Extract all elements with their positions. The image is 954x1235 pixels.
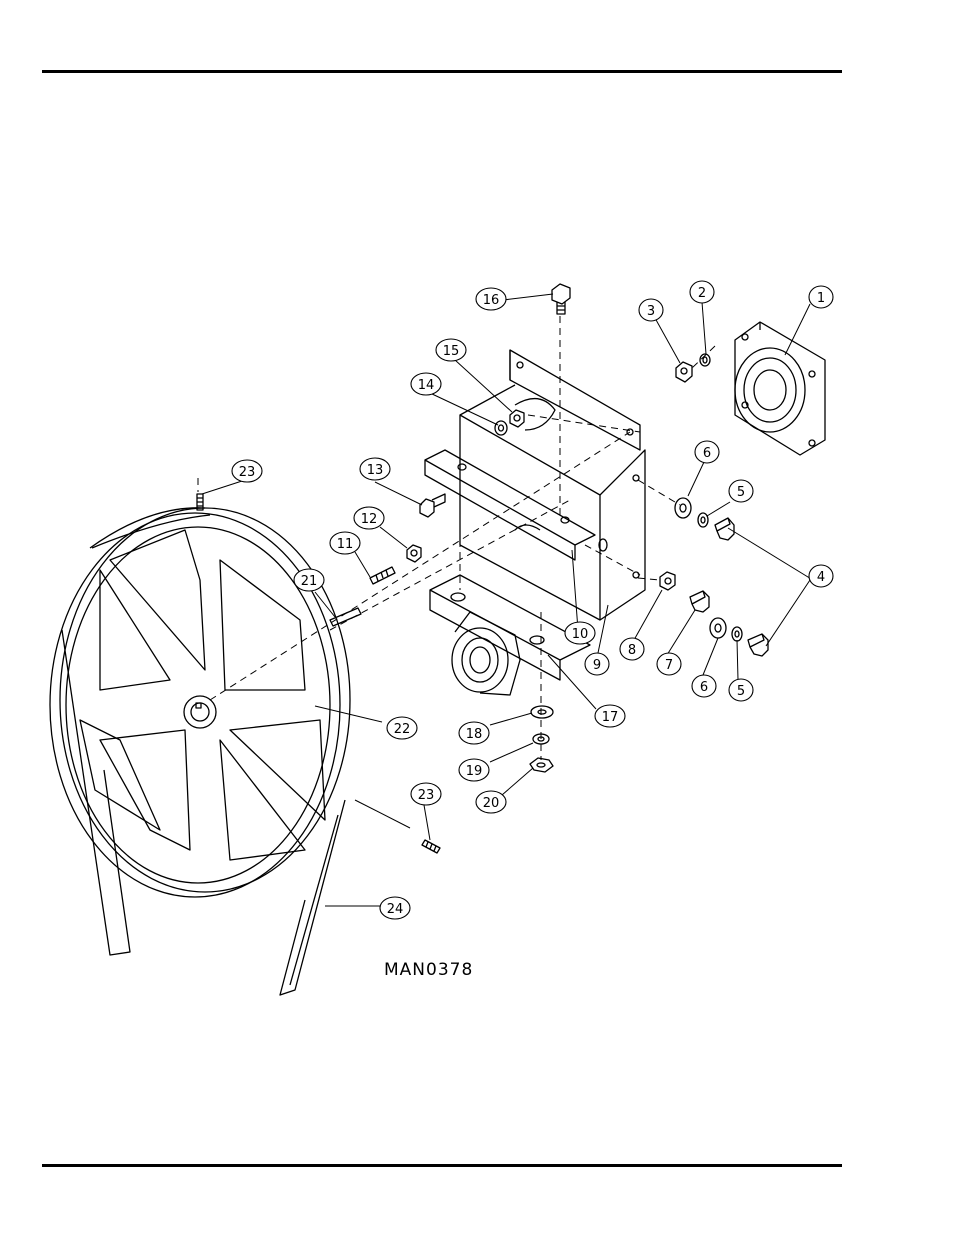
callout-3: 3 — [638, 298, 664, 322]
set-screw-23-bottom — [421, 839, 441, 854]
callout-1: 1 — [808, 285, 834, 309]
hex-nut-12 — [406, 544, 422, 563]
callout-label: 1 — [817, 291, 825, 306]
callout-15: 15 — [435, 338, 467, 362]
callout-label: 9 — [593, 658, 601, 673]
callout-20: 20 — [475, 790, 507, 814]
callout-23: 23 — [231, 459, 263, 483]
callout-label: 18 — [466, 727, 483, 742]
callout-24: 24 — [379, 896, 411, 920]
callout-6: 6 — [691, 674, 717, 698]
callout-9: 9 — [584, 652, 610, 676]
callout-label: 11 — [337, 537, 354, 552]
hex-bolt-4-upper — [714, 517, 735, 541]
washer-14 — [494, 420, 508, 436]
callout-7: 7 — [656, 652, 682, 676]
callout-label: 23 — [418, 788, 435, 803]
callout-13: 13 — [359, 457, 391, 481]
callout-2: 2 — [689, 280, 715, 304]
callout-label: 5 — [737, 684, 745, 699]
callout-label: 15 — [443, 344, 460, 359]
lock-washer-2 — [699, 353, 711, 367]
callout-label: 6 — [703, 446, 711, 461]
callout-19: 19 — [458, 758, 490, 782]
callout-14: 14 — [410, 372, 442, 396]
flat-washer-6-lower — [709, 617, 727, 639]
callout-5: 5 — [728, 479, 754, 503]
callout-label: 17 — [602, 710, 619, 725]
callout-label: 14 — [418, 378, 435, 393]
callout-11: 11 — [329, 531, 361, 555]
callout-17: 17 — [594, 704, 626, 728]
callout-21: 21 — [293, 568, 325, 592]
flat-washer-18 — [530, 705, 554, 719]
set-screw-23-top — [196, 493, 204, 511]
leader-lines — [201, 293, 822, 907]
pillow-block-bearing — [429, 574, 591, 696]
callout-label: 5 — [737, 485, 745, 500]
flange-bearing — [734, 321, 826, 456]
v-belt — [61, 629, 346, 996]
hex-bolt-4-lower — [747, 633, 769, 657]
hex-nut-15 — [509, 409, 525, 428]
callout-label: 4 — [817, 570, 825, 585]
drawing-id: MAN0378 — [384, 960, 473, 980]
callout-8: 8 — [619, 637, 645, 661]
shaft-key-21 — [329, 607, 362, 627]
callout-label: 7 — [665, 658, 673, 673]
callout-label: 12 — [361, 512, 378, 527]
lock-washer-5-upper — [697, 512, 709, 528]
threaded-stud-11 — [369, 566, 396, 585]
callout-label: 16 — [483, 293, 500, 308]
callout-5: 5 — [728, 678, 754, 702]
callout-label: 8 — [628, 643, 636, 658]
callout-23: 23 — [410, 782, 442, 806]
callout-22: 22 — [386, 716, 418, 740]
hex-bolt-7 — [689, 590, 710, 613]
callout-18: 18 — [458, 721, 490, 745]
callout-label: 13 — [367, 463, 384, 478]
callout-label: 10 — [572, 627, 589, 642]
callout-label: 20 — [483, 796, 500, 811]
lock-washer-5-lower — [731, 626, 743, 642]
callout-label: 22 — [394, 722, 411, 737]
callout-label: 2 — [698, 286, 706, 301]
callout-label: 6 — [700, 680, 708, 695]
callout-4: 4 — [808, 564, 834, 588]
callout-label: 24 — [387, 902, 404, 917]
callout-16: 16 — [475, 287, 507, 311]
flat-washer-6-upper — [674, 497, 692, 519]
callout-label: 3 — [647, 304, 655, 319]
callout-10: 10 — [564, 621, 596, 645]
mounting-bracket — [424, 349, 646, 621]
hex-nut-20 — [529, 757, 554, 773]
callout-group: 1234556678910111213141516171819202122232… — [231, 280, 834, 920]
callout-6: 6 — [694, 440, 720, 464]
hex-nut-3 — [675, 361, 693, 383]
centerlines — [197, 316, 716, 760]
hex-nut-8 — [659, 571, 676, 591]
callout-label: 21 — [301, 574, 318, 589]
top-rule — [42, 70, 842, 73]
callout-12: 12 — [353, 506, 385, 530]
callout-label: 23 — [239, 465, 256, 480]
hex-bolt-16 — [551, 283, 571, 315]
callout-label: 19 — [466, 764, 483, 779]
sheave-pulley — [49, 507, 351, 898]
bottom-rule — [42, 1164, 842, 1167]
hex-bolt-13 — [419, 493, 446, 518]
